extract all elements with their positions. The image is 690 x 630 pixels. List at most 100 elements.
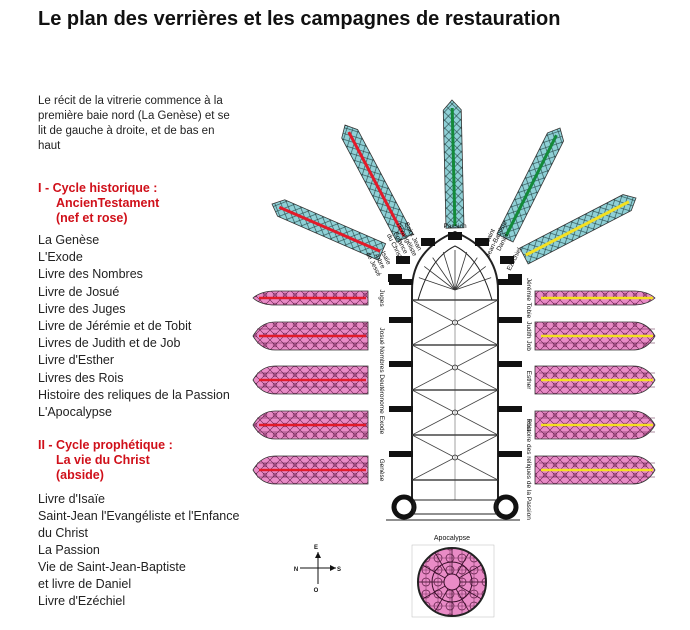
- list-item: Histoire des reliques de la Passion: [38, 387, 230, 402]
- window-label: Esther: [525, 371, 532, 391]
- window-label: Judith Job: [525, 321, 532, 351]
- apse-rib: [432, 257, 456, 291]
- compass-arrow: [315, 552, 321, 558]
- nave-structure: [386, 230, 522, 521]
- list-item: La Passion: [38, 543, 100, 557]
- restoration-stripe: [504, 134, 558, 237]
- south-window: [534, 290, 656, 306]
- apse-rib: [442, 251, 456, 291]
- rose-window: Apocalypse: [411, 535, 495, 618]
- apse-buttress: [396, 256, 410, 264]
- apse-rib: [454, 257, 478, 291]
- restoration-stripe: [347, 131, 406, 237]
- south-buttress: [498, 317, 522, 323]
- apse-rib: [454, 266, 486, 291]
- compass-rose: N S E O: [294, 545, 341, 594]
- compass-arrow: [330, 565, 336, 571]
- apse-buttress: [421, 238, 435, 246]
- window-label: Juges: [378, 289, 385, 307]
- apse-window: [271, 199, 387, 261]
- apse-buttress: [500, 256, 514, 264]
- north-window: [252, 455, 369, 485]
- list-item: Vie de Saint-Jean-Baptiste: [38, 560, 186, 574]
- list-item: et livre de Daniel: [38, 577, 132, 591]
- list-item: La Genèse: [38, 233, 100, 247]
- north-window: [252, 290, 369, 306]
- apse-buttress: [448, 232, 462, 240]
- north-buttress: [389, 317, 413, 323]
- cycle-heading-line: I - Cycle historique :: [38, 181, 158, 195]
- tower-base: [493, 494, 519, 520]
- list-item: Livre de Jérémie et de Tobit: [38, 318, 192, 333]
- cycle-heading-line: (nef et rose): [56, 211, 128, 225]
- compass-letter: E: [314, 545, 318, 551]
- apse-rib: [454, 277, 492, 291]
- list-item: du Christ: [38, 526, 89, 540]
- restoration-stripe: [450, 107, 457, 227]
- rose-label: Apocalypse: [434, 535, 470, 542]
- south-buttress: [498, 451, 522, 457]
- window-label: Nombres Deutéronome: [378, 346, 385, 414]
- list-item: Livre de Josué: [38, 284, 120, 299]
- window-label: Rois: [525, 418, 532, 432]
- cycle-heading-line: II - Cycle prophétique :: [38, 438, 173, 452]
- rose-center: [443, 573, 461, 591]
- south-window: [534, 321, 656, 351]
- apse-vault: [417, 245, 493, 301]
- nave-windows: [252, 290, 656, 485]
- west-facade: [413, 499, 497, 515]
- north-buttress: [389, 361, 413, 367]
- cycle-heading-line: AncienTestament: [56, 196, 160, 210]
- apse-window: [442, 99, 465, 229]
- apse-windows: [271, 99, 637, 265]
- north-window: [252, 410, 369, 440]
- apse-rib: [424, 266, 456, 291]
- south-buttress: [498, 406, 522, 412]
- window-label-line: Passion: [443, 223, 467, 230]
- compass-letter: N: [294, 567, 298, 573]
- list-item: Livre des Nombres: [38, 267, 143, 282]
- apse-rib: [454, 251, 468, 291]
- restoration-stripe: [525, 200, 630, 257]
- south-window: [534, 410, 656, 440]
- window-label: Histoire des reliques de la Passion: [525, 420, 532, 520]
- cycle-prophetique-heading: II - Cycle prophétique : La vie du Chris…: [38, 438, 173, 483]
- apse-rib: [418, 277, 456, 291]
- list-item: Livre des Juges: [38, 301, 126, 316]
- window-label: Exode: [378, 416, 385, 435]
- cycle-historique-heading: I - Cycle historique : AncienTestament (…: [38, 181, 159, 226]
- cycle-heading-line: La vie du Christ: [56, 453, 150, 467]
- compass-letter: S: [337, 567, 341, 573]
- window-label: Passion: [443, 223, 467, 230]
- south-buttress: [498, 361, 522, 367]
- tower-base: [391, 494, 417, 520]
- apse-buttress: [508, 274, 522, 282]
- compass-letter: O: [314, 588, 319, 594]
- intro-text: Le récit de la vitrerie commence à la pr…: [38, 95, 230, 152]
- window-label: Jérémie Tobie: [525, 278, 532, 319]
- cycle-heading-line: (abside): [56, 468, 104, 482]
- north-window: [252, 321, 369, 351]
- list-item: Livre d'Esther: [38, 353, 115, 368]
- list-item: Saint-Jean l'Evangéliste et l'Enfance: [38, 509, 240, 523]
- apse-window: [519, 194, 637, 265]
- list-item: L'Exode: [38, 250, 83, 265]
- apse-window: [496, 127, 565, 243]
- list-item: L'Apocalypse: [38, 404, 112, 419]
- apse-buttress: [475, 238, 489, 246]
- list-item: Livre d'Isaïe: [38, 492, 106, 506]
- north-buttress: [389, 406, 413, 412]
- north-buttress: [389, 451, 413, 457]
- rose-ring: [431, 561, 473, 603]
- apse-buttress: [388, 274, 402, 282]
- north-window: [252, 365, 369, 395]
- list-item: Livres des Rois: [38, 370, 124, 385]
- list-item: Livres de Judith et de Job: [38, 336, 181, 351]
- south-window: [534, 365, 656, 395]
- window-label: Genèse: [378, 459, 385, 482]
- south-window: [534, 455, 656, 485]
- page-title: Le plan des verrières et les campagnes d…: [38, 8, 561, 30]
